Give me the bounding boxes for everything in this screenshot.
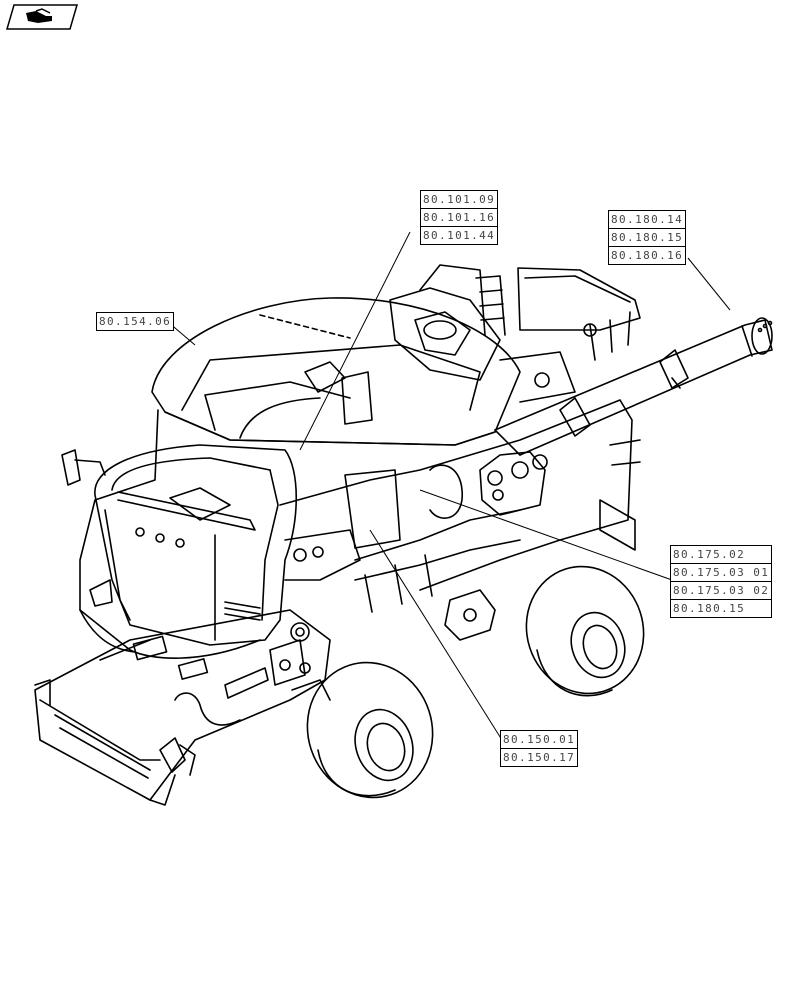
part-ref: 80.154.06	[99, 315, 172, 328]
feeder-housing	[34, 609, 331, 801]
unloading-auger	[494, 319, 773, 456]
callout-unloading-auger-parts: 80.180.14 80.180.15 80.180.16	[608, 210, 687, 265]
part-ref: 80.101.16	[421, 209, 498, 227]
book-hand-icon	[6, 4, 78, 30]
part-ref: 80.175.03 01	[671, 564, 772, 582]
leader-lines	[167, 231, 731, 741]
operator-cab	[94, 444, 297, 646]
part-ref: 80.150.01	[501, 731, 578, 749]
part-ref: 80.180.14	[609, 211, 686, 229]
front-wheel	[306, 661, 434, 799]
callout-grain-tank-extension: 80.154.06	[96, 312, 175, 331]
callout-grain-tank-parts: 80.101.09 80.101.16 80.101.44	[420, 190, 499, 245]
rear-wheel	[525, 565, 645, 697]
part-ref: 80.101.09	[421, 191, 498, 209]
grain-tank	[151, 297, 521, 446]
part-ref: 80.180.15	[673, 602, 746, 615]
part-ref: 80.175.03 02	[671, 582, 772, 600]
part-ref: 80.150.17	[503, 751, 576, 764]
part-ref: 80.101.44	[423, 229, 496, 242]
callout-feeder-parts: 80.150.01 80.150.17	[500, 730, 579, 767]
part-ref: 80.175.02	[671, 546, 772, 564]
callout-elevator-parts: 80.175.02 80.175.03 01 80.175.03 02 80.1…	[670, 545, 773, 618]
part-ref: 80.180.15	[609, 229, 686, 247]
part-ref: 80.180.16	[611, 249, 684, 262]
